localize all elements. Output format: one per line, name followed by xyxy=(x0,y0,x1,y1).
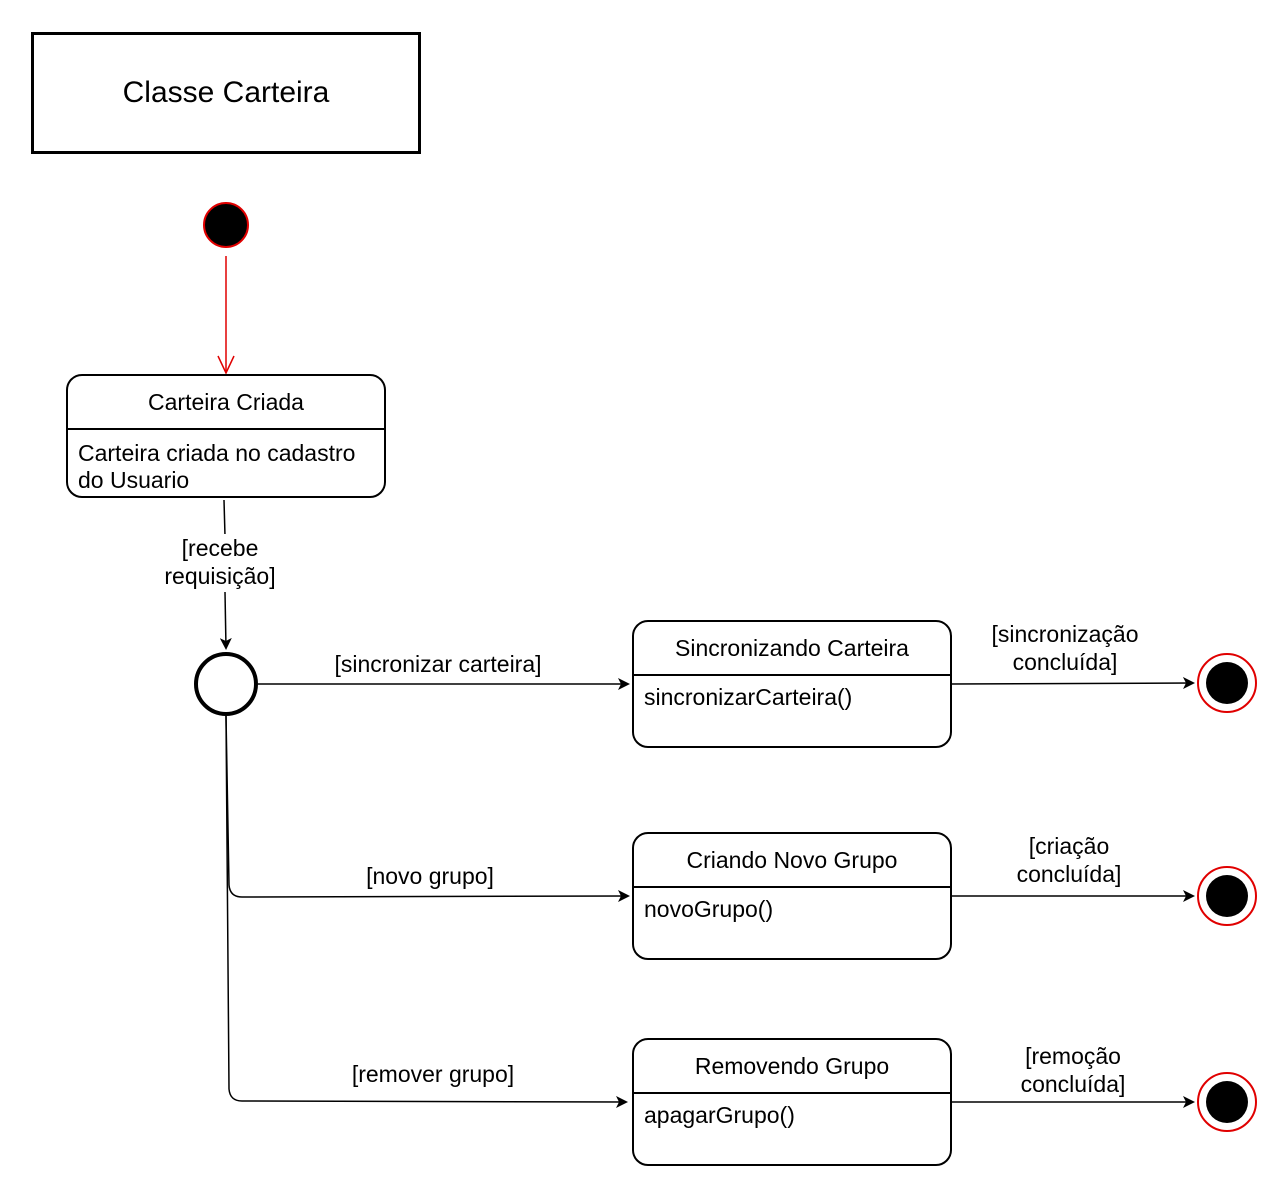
transition-line-remove-group xyxy=(225,715,628,1108)
guard-text: [novo grupo] xyxy=(366,863,494,889)
final-node-create xyxy=(1197,866,1257,926)
diagram-title-text: Classe Carteira xyxy=(122,76,330,109)
guard-line-1: [criação xyxy=(1028,833,1110,859)
guard-line-2: concluída] xyxy=(1016,861,1122,887)
initial-transition-arrowhead xyxy=(217,355,235,375)
state-removendo-grupo: Removendo Grupo apagarGrupo() xyxy=(632,1038,952,1166)
transition-line-sync-done xyxy=(950,677,1195,690)
guard-line-2: concluída] xyxy=(1020,1071,1126,1097)
final-node-sync xyxy=(1197,653,1257,713)
state-sincronizando-carteira: Sincronizando Carteira sincronizarCartei… xyxy=(632,620,952,748)
state-body: Carteira criada no cadastro do Usuario xyxy=(78,440,356,493)
guard-remove-group: [remover grupo] xyxy=(318,1060,548,1088)
guard-new-group: [novo grupo] xyxy=(330,862,530,890)
state-name: Removendo Grupo xyxy=(634,1040,950,1094)
transition-line-new-group xyxy=(225,715,630,903)
guard-line-2: requisição] xyxy=(164,563,276,589)
state-name: Carteira Criada xyxy=(68,376,384,430)
guard-line-1: [sincronização xyxy=(991,621,1139,647)
choice-node xyxy=(194,652,258,716)
guard-sync-done: [sincronização concluída] xyxy=(980,620,1150,676)
state-body: sincronizarCarteira() xyxy=(644,684,853,710)
guard-text: [remover grupo] xyxy=(351,1061,515,1087)
guard-line-2: concluída] xyxy=(1012,649,1118,675)
initial-node xyxy=(203,202,249,248)
transition-line-receive xyxy=(223,499,226,537)
guard-sync-wallet: [sincronizar carteira] xyxy=(318,650,558,678)
guard-create-done: [criação concluída] xyxy=(994,832,1144,888)
guard-remove-done: [remoção concluída] xyxy=(998,1042,1148,1098)
guard-receive-request: [recebe requisição] xyxy=(150,534,290,590)
guard-text: [sincronizar carteira] xyxy=(334,651,542,677)
state-body: apagarGrupo() xyxy=(644,1102,795,1128)
state-name: Sincronizando Carteira xyxy=(634,622,950,676)
state-carteira-criada: Carteira Criada Carteira criada no cadas… xyxy=(66,374,386,498)
state-body: novoGrupo() xyxy=(644,896,774,922)
transition-line-receive-2 xyxy=(219,591,232,650)
state-name: Criando Novo Grupo xyxy=(634,834,950,888)
final-node-remove xyxy=(1197,1072,1257,1132)
diagram-title: Classe Carteira xyxy=(31,32,421,154)
guard-line-1: [remoção xyxy=(1025,1043,1121,1069)
guard-line-1: [recebe xyxy=(181,535,259,561)
state-criando-novo-grupo: Criando Novo Grupo novoGrupo() xyxy=(632,832,952,960)
